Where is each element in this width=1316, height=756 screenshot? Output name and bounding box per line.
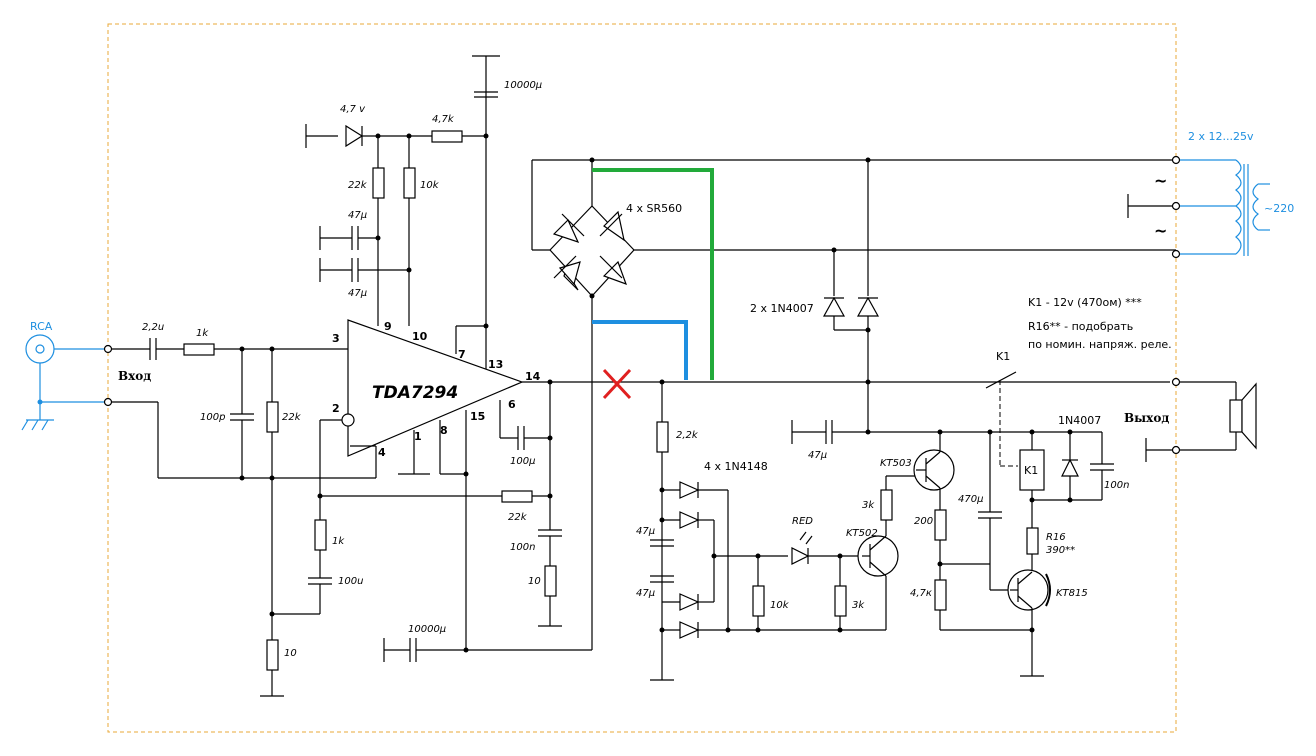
label-mains: ~220 xyxy=(1264,202,1294,215)
label-r-10k-led: 10k xyxy=(770,600,790,611)
label-output: Выход xyxy=(1124,411,1169,425)
svg-text:7: 7 xyxy=(458,348,466,361)
rca-jack-icon xyxy=(25,334,55,364)
label-c-100n-relay: 100n xyxy=(1104,480,1129,491)
green-wire xyxy=(592,168,714,380)
label-c-10000-bot: 10000µ xyxy=(408,624,446,635)
label-r-1k-in: 1k xyxy=(196,328,209,339)
label-c-2u2: 2,2u xyxy=(142,322,164,333)
tilde-1: ~ xyxy=(1154,171,1167,190)
label-r-4k7-bot: 4,7к xyxy=(910,588,932,599)
protection-circuit xyxy=(650,382,1114,681)
board-outline xyxy=(107,23,1177,733)
tda7294-chip: TDA7294 9 10 3 7 13 14 2 15 6 8 1 4 xyxy=(332,319,550,650)
label-c-470: 470µ xyxy=(958,494,983,505)
label-r16-note-a: R16** - подобрать xyxy=(1028,320,1133,333)
label-diodes-1n4148: 4 x 1N4148 xyxy=(704,460,768,473)
label-rca: RCA xyxy=(30,320,53,333)
svg-text:6: 6 xyxy=(508,398,516,411)
svg-text:2: 2 xyxy=(332,402,340,415)
label-r-22k: 22k xyxy=(348,180,368,191)
label-r16: R16 xyxy=(1046,532,1066,543)
speaker-icon xyxy=(1229,399,1243,433)
label-r-3k-led: 3k xyxy=(852,600,865,611)
label-r16-note-b: по номин. напряж. реле. xyxy=(1028,338,1172,351)
svg-text:4: 4 xyxy=(378,446,386,459)
label-t3: KT815 xyxy=(1056,588,1088,599)
label-diodes-1n4007: 2 x 1N4007 xyxy=(750,302,814,315)
diode-bridge xyxy=(531,157,1176,299)
label-r-10-zob: 10 xyxy=(528,576,541,587)
label-t2: KT502 xyxy=(846,528,878,539)
label-c-47-e: 47µ xyxy=(808,450,827,461)
relay-contact xyxy=(985,371,1257,467)
diode-pair-1n4007 xyxy=(822,157,880,432)
label-bridge: 4 x SR560 xyxy=(626,202,682,215)
label-r-22k-fb: 22k xyxy=(508,512,528,523)
transformer xyxy=(1127,155,1270,259)
label-r-22k-in: 22k xyxy=(282,412,302,423)
input-section xyxy=(21,334,553,697)
chip-name: TDA7294 xyxy=(372,383,458,403)
label-c-47-a: 47µ xyxy=(348,210,367,221)
svg-text:14: 14 xyxy=(525,370,541,383)
tilde-2: ~ xyxy=(1154,221,1167,240)
label-r-1k-fb: 1k xyxy=(332,536,345,547)
label-r-10k: 10k xyxy=(420,180,440,191)
label-transformer: 2 x 12...25v xyxy=(1188,130,1254,143)
label-k1-note: K1 - 12v (470ом) *** xyxy=(1028,296,1142,309)
svg-text:3: 3 xyxy=(332,332,340,345)
label-r-3k-base: 3k xyxy=(862,500,875,511)
label-c-100u-fb: 100u xyxy=(338,576,363,587)
svg-text:8: 8 xyxy=(440,424,448,437)
label-r-10: 10 xyxy=(284,648,297,659)
label-zener: 4,7 v xyxy=(340,104,366,115)
blue-wire xyxy=(592,320,688,380)
svg-text:1: 1 xyxy=(414,430,422,443)
label-r-2k2: 2,2k xyxy=(676,430,699,441)
svg-text:15: 15 xyxy=(470,410,485,423)
label-c-100n-zob: 100n xyxy=(510,542,535,553)
label-t1: KT503 xyxy=(880,458,912,469)
labels: 4,7 v 4,7k 10000µ 22k 10k 47µ 47µ 2,2u 1… xyxy=(30,80,1294,659)
label-led: RED xyxy=(792,516,813,527)
output-node xyxy=(383,296,1170,662)
label-r-200: 200 xyxy=(914,516,933,527)
label-r16-val: 390** xyxy=(1046,545,1075,556)
svg-text:9: 9 xyxy=(384,320,392,333)
label-d-1n4007: 1N4007 xyxy=(1058,414,1101,427)
svg-text:10: 10 xyxy=(412,330,428,343)
label-c-47-c: 47µ xyxy=(636,526,655,537)
label-c-100u-boot: 100µ xyxy=(510,456,535,467)
label-k1-coil: K1 xyxy=(1024,464,1038,477)
top-rail xyxy=(305,55,500,370)
label-k1: K1 xyxy=(996,350,1010,363)
label-c-47-d: 47µ xyxy=(636,588,655,599)
cut-mark xyxy=(602,368,632,400)
label-c-10000: 10000µ xyxy=(504,80,542,91)
label-c-47-b: 47µ xyxy=(348,288,367,299)
svg-text:13: 13 xyxy=(488,358,503,371)
label-c-100p: 100p xyxy=(200,412,225,423)
label-input: Вход xyxy=(118,369,151,383)
label-r-4k7: 4,7k xyxy=(432,114,455,125)
